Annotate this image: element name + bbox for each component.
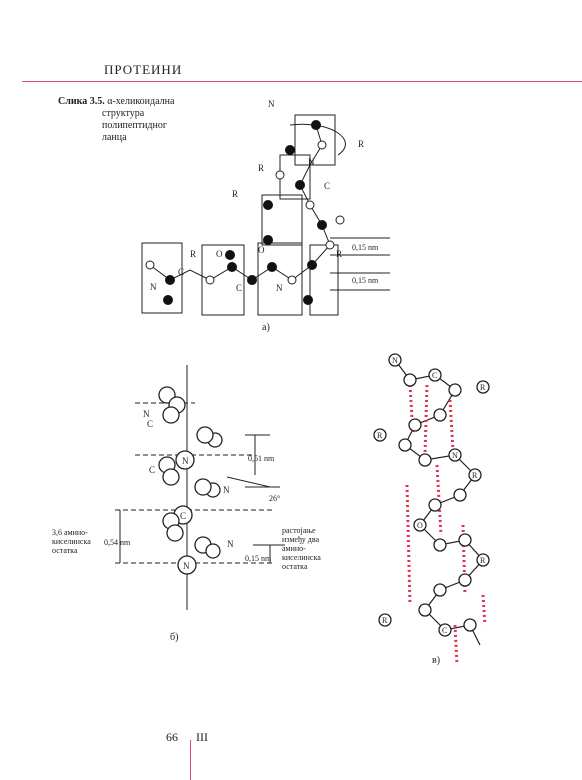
fig-b-atom-n-4: N [227, 539, 234, 549]
fig-b-right-note-line-4: киселинска [282, 553, 321, 562]
page-number: 66 [166, 730, 178, 744]
page-header-title: ПРОТЕИНИ [104, 62, 183, 77]
fig-c-atom-c-1: C [432, 371, 437, 380]
fig-b-atom-c-2: C [149, 465, 155, 475]
fig-c-atom-n-2: N [452, 451, 458, 460]
fig-b-atom-c-3: C [180, 511, 186, 521]
section-number: III [196, 730, 208, 744]
figure-caption: Слика 3.5. α-хеликоидална структура поли… [58, 96, 188, 143]
fig-a-atom-r-1: R [190, 249, 196, 259]
fig-a-atom-o-1: O [216, 249, 223, 259]
fig-b-atom-n-5: N [183, 561, 190, 571]
caption-line-3: полипептидног [102, 120, 167, 131]
fig-b-atom-c-1: C [147, 419, 153, 429]
fig-c-atom-n-1: N [392, 356, 398, 365]
figure-b-diagram: N C N C N C N N 0,51 nm 26° 0,15 nm [115, 365, 285, 610]
figure-a-label: а) [262, 322, 270, 333]
fig-a-atom-r-2: R [336, 249, 342, 259]
fig-b-dim-pitch: 0,51 nm [248, 454, 275, 463]
fig-a-atom-n-2: N [276, 283, 283, 293]
fig-a-dim-1: 0,15 nm [352, 243, 379, 252]
fig-b-right-note-line-2: између два [282, 535, 320, 544]
footer-rule [190, 740, 191, 780]
fig-a-atom-n-4: N [308, 157, 315, 167]
fig-c-atom-r-1: R [480, 383, 486, 392]
figure-a-diagram: N C R O C O N R N R R R N C 0,15 nm 0,15… [141, 99, 390, 316]
fig-c-atom-r-5: R [382, 616, 388, 625]
fig-a-atom-n-1: N [150, 282, 157, 292]
fig-b-right-note-line-5: остатка [282, 562, 308, 571]
fig-a-atom-c-1: C [178, 267, 184, 277]
fig-a-atom-r-3: R [358, 139, 364, 149]
fig-b-dim-rise: 0,15 nm [245, 554, 272, 563]
fig-b-atom-n-3: N [223, 485, 230, 495]
fig-a-atom-o-2: O [258, 245, 265, 255]
fig-b-right-note-line-1: растојање [282, 526, 316, 535]
fig-b-left-note-line-2: киселинска [52, 537, 91, 546]
fig-a-atom-n-3: N [268, 99, 275, 109]
fig-c-atom-r-2: R [377, 431, 383, 440]
fig-c-atom-o-1: O [417, 521, 423, 530]
caption-line-1: α-хеликоидална [107, 96, 175, 107]
fig-a-atom-r-4: R [258, 163, 264, 173]
caption-line-4: ланца [102, 132, 127, 143]
fig-b-left-note: 3,6 амино- киселинска остатка [52, 528, 91, 555]
fig-b-left-note-line-1: 3,6 амино- [52, 528, 88, 537]
fig-b-right-note: растојање између два амино- киселинска о… [282, 526, 321, 571]
fig-c-atom-c-2: C [442, 626, 447, 635]
fig-a-atom-c-3: C [324, 181, 330, 191]
figure-c-label: в) [432, 655, 441, 666]
fig-b-right-note-line-3: амино- [282, 544, 306, 553]
caption-line-2: структура [102, 108, 145, 119]
fig-b-atom-n-2: N [182, 456, 189, 466]
fig-b-left-note-line-3: остатка [52, 546, 78, 555]
figure-b-label: б) [170, 632, 179, 643]
fig-a-dim-2: 0,15 nm [352, 276, 379, 285]
header-rule [22, 81, 582, 82]
fig-b-atom-n-1: N [143, 409, 150, 419]
fig-a-atom-c-2: C [236, 283, 242, 293]
fig-c-atom-r-4: R [480, 556, 486, 565]
figure-c-diagram: N C R R N R O R R C [373, 353, 490, 666]
fig-b-angle: 26° [269, 494, 280, 503]
caption-label: Слика 3.5. [58, 96, 105, 107]
fig-b-dim-turn: 0,54 nm [104, 538, 131, 547]
fig-c-atom-r-3: R [472, 471, 478, 480]
fig-a-atom-r-5: R [232, 189, 238, 199]
